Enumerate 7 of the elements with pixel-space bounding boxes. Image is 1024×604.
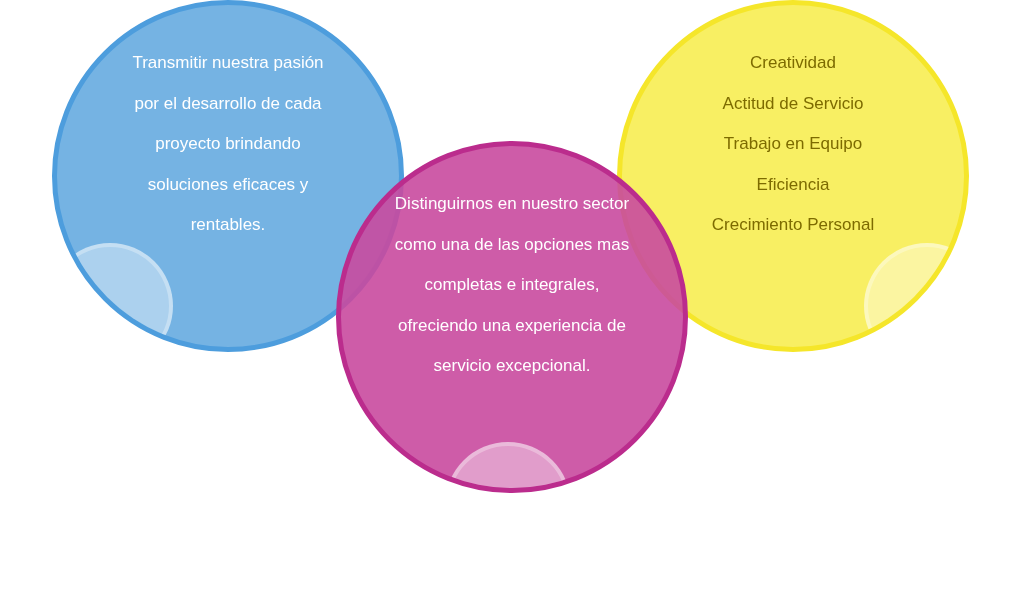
- circle-text: Transmitir nuestra pasión por el desarrollo de cada proyecto brindando soluciones eficaces y rentables.: [131, 52, 325, 236]
- circle-text: Eficiencia: [756, 173, 830, 196]
- circle-text: Actitud de Servicio: [722, 92, 864, 115]
- circle-text: Trabajo en Equipo: [723, 133, 863, 155]
- circle-text: Distinguirnos en nuestro sector como una de las opciones mas completas e integrales, ofreciendo una experiencia de servicio excepcional.: [394, 193, 630, 377]
- circle-text: Crecimiento Personal: [711, 214, 875, 236]
- circle-text: Creatividad: [750, 52, 836, 74]
